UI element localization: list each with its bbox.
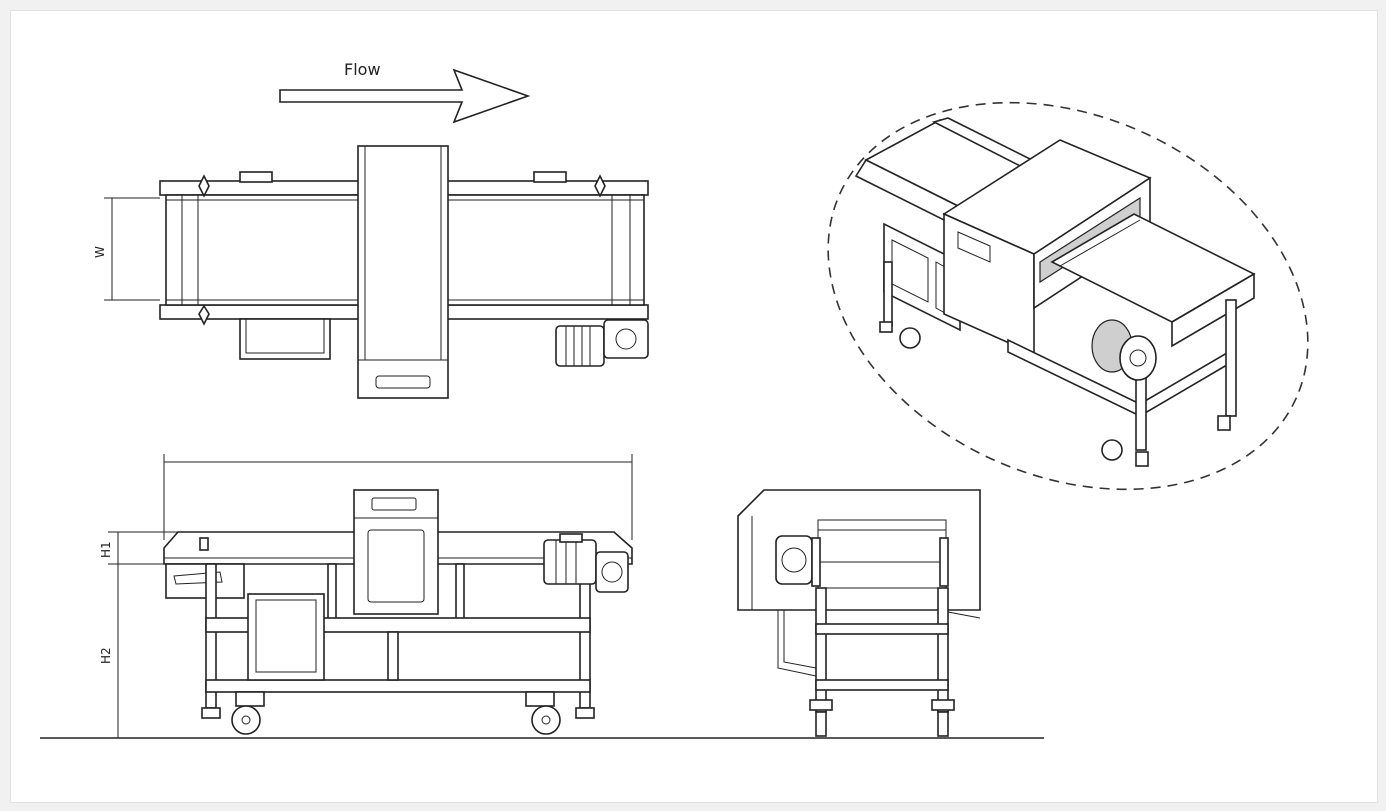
width-label: W — [93, 246, 107, 258]
height1-label: H1 — [99, 541, 113, 558]
height2-label: H2 — [99, 647, 113, 664]
top-view — [159, 145, 649, 399]
end-view — [737, 489, 981, 737]
isometric-view — [827, 101, 1309, 491]
flow-label: Flow — [344, 60, 381, 79]
side-view — [40, 454, 1044, 739]
flow-arrow — [279, 68, 531, 124]
width-dimension — [104, 197, 160, 301]
height-dimensions — [108, 531, 180, 738]
